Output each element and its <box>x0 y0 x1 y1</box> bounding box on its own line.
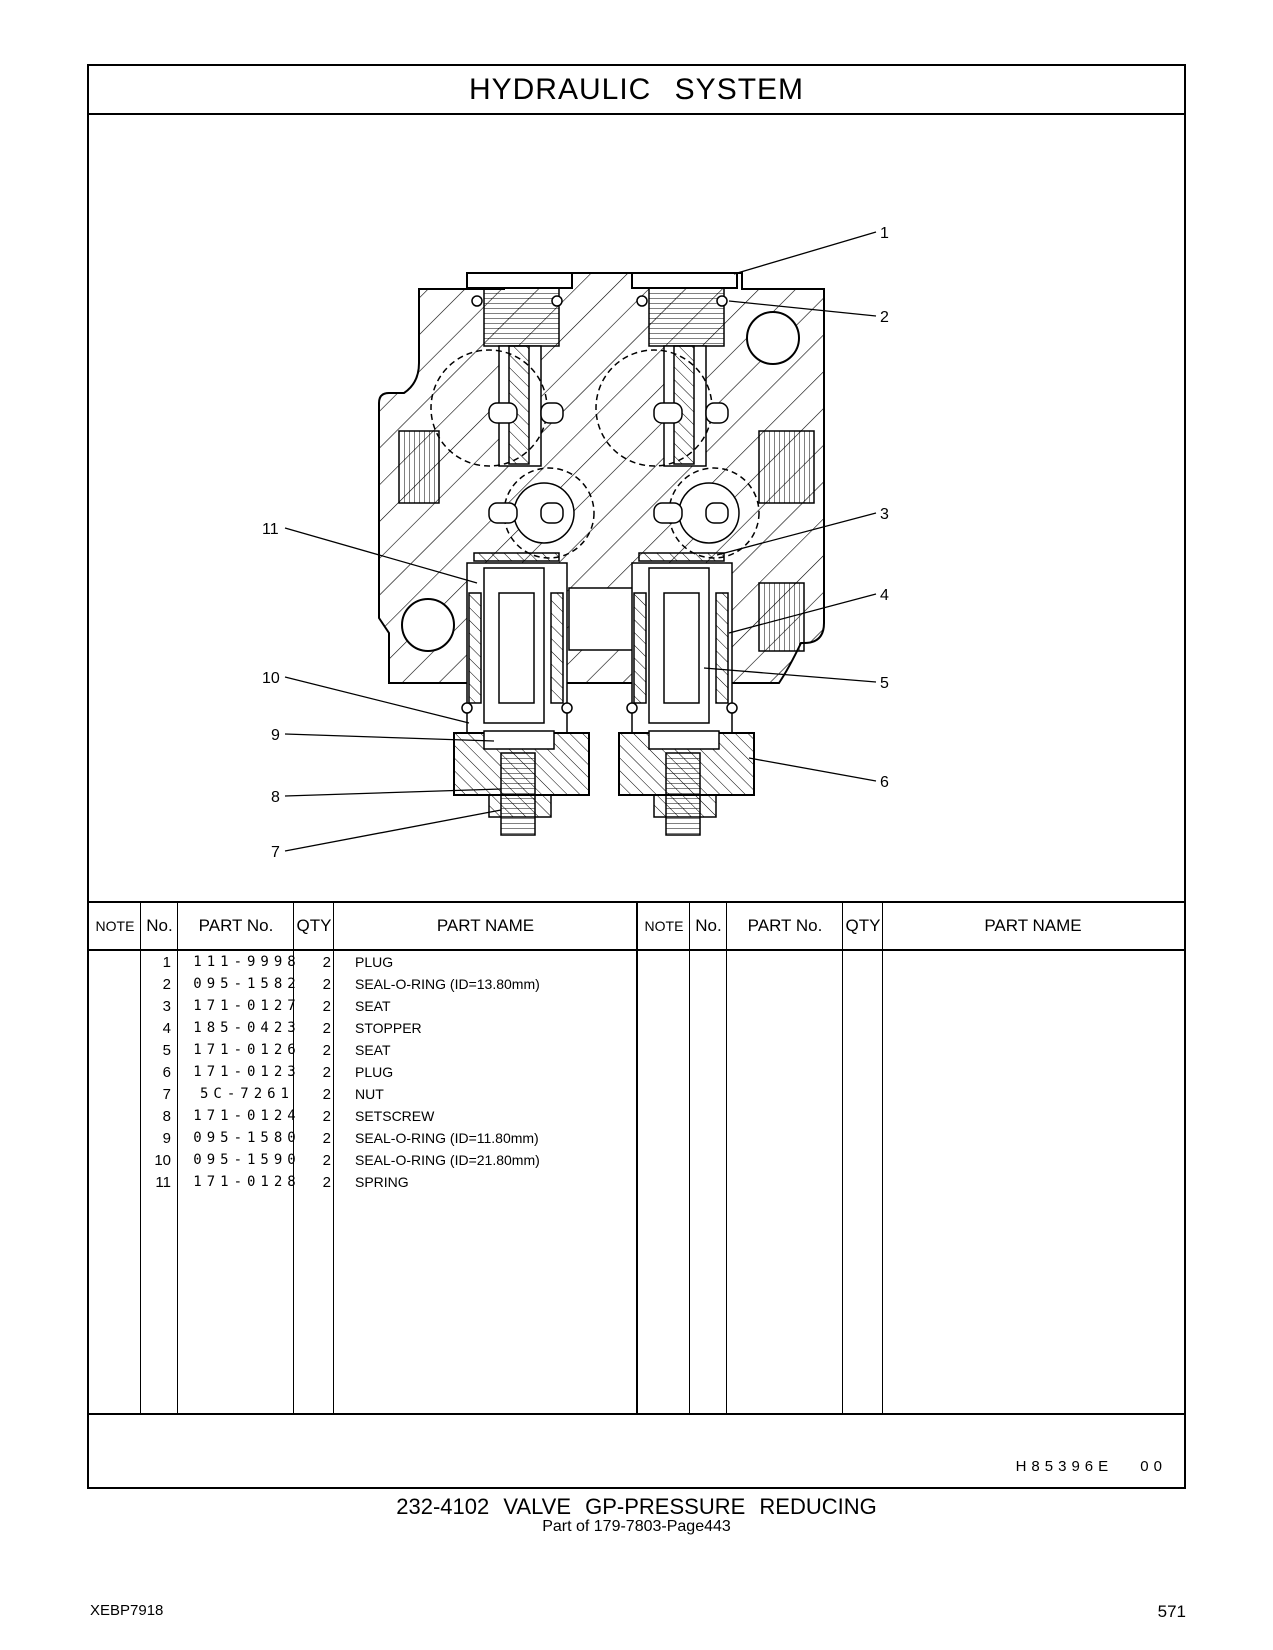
row-no: 10 <box>154 1152 171 1169</box>
callout-5: 5 <box>880 675 889 692</box>
row-part-no: 171-0127 <box>193 998 301 1014</box>
drawing-code: H85396E 00 <box>1015 1458 1167 1475</box>
row-part-name: SEAT <box>355 1042 391 1058</box>
table-header: NOTE No. PART No. QTY PART NAME <box>638 903 1186 951</box>
row-part-no: 095-1590 <box>193 1152 301 1168</box>
callout-labels: 1 2 3 4 5 6 7 8 9 10 11 <box>262 225 889 861</box>
parts-table-right: NOTE No. PART No. QTY PART NAME <box>636 903 1186 1413</box>
row-no: 11 <box>155 1174 171 1191</box>
assembly-reference: Part of 179-7803-Page443 <box>542 1518 731 1535</box>
row-no: 8 <box>162 1108 171 1125</box>
row-part-name: SEAL-O-RING (ID=11.80mm) <box>355 1130 539 1146</box>
header-part-name: PART NAME <box>436 916 535 935</box>
callout-6: 6 <box>880 774 889 791</box>
row-part-name: SEAL-O-RING (ID=21.80mm) <box>355 1152 540 1168</box>
row-qty: 2 <box>322 1042 331 1059</box>
header-note: NOTE <box>644 918 684 934</box>
row-no: 3 <box>162 998 171 1015</box>
callout-2: 2 <box>880 309 889 326</box>
row-no: 9 <box>162 1130 171 1147</box>
page-number: 571 <box>1157 1602 1186 1621</box>
table-row: 6 171-0123 2 PLUG <box>89 1061 637 1084</box>
valve-cross-section-diagram: 1 2 3 4 5 6 7 8 9 10 11 <box>262 225 889 861</box>
page-title: HYDRAULIC SYSTEM <box>89 66 1184 115</box>
callout-3: 3 <box>880 506 889 523</box>
header-qty: QTY <box>296 916 332 935</box>
parts-table: NOTE No. PART No. QTY PART NAME 1 111-99… <box>89 901 1186 1415</box>
header-note: NOTE <box>95 918 135 934</box>
table-row: 8 171-0124 2 SETSCREW <box>89 1105 637 1128</box>
assembly-caption: 232-4102 VALVE GP-PRESSURE REDUCING <box>396 1494 877 1519</box>
row-qty: 2 <box>322 954 331 971</box>
row-part-no: 111-9998 <box>193 954 301 970</box>
row-part-no: 171-0123 <box>193 1064 301 1080</box>
table-row: 10 095-1590 2 SEAL-O-RING (ID=21.80mm) <box>89 1149 637 1172</box>
header-no: No. <box>695 916 722 935</box>
table-header: NOTE No. PART No. QTY PART NAME <box>89 903 637 951</box>
row-part-name: SEAT <box>355 998 391 1014</box>
leader-lines <box>284 231 877 852</box>
row-qty: 2 <box>322 998 331 1015</box>
row-no: 6 <box>162 1064 171 1081</box>
row-qty: 2 <box>322 1130 331 1147</box>
row-qty: 2 <box>322 1086 331 1103</box>
page-frame: HYDRAULIC SYSTEM <box>87 64 1186 1489</box>
row-no: 4 <box>162 1020 171 1037</box>
row-no: 2 <box>162 976 171 993</box>
header-qty: QTY <box>845 916 881 935</box>
row-no: 7 <box>162 1086 171 1103</box>
row-part-no: 171-0128 <box>193 1174 301 1190</box>
row-part-name: STOPPER <box>355 1020 422 1036</box>
row-part-name: PLUG <box>355 1064 394 1080</box>
row-qty: 2 <box>322 1152 331 1169</box>
row-part-no: 5C-7261 <box>199 1086 294 1102</box>
header-part-name: PART NAME <box>984 916 1082 935</box>
row-no: 5 <box>162 1042 171 1059</box>
row-part-no: 185-0423 <box>193 1020 301 1036</box>
callout-1: 1 <box>880 225 889 242</box>
table-row: 11 171-0128 2 SPRING <box>89 1171 637 1194</box>
row-part-name: SPRING <box>355 1174 409 1190</box>
row-qty: 2 <box>322 1064 331 1081</box>
valve-body <box>378 272 825 684</box>
row-qty: 2 <box>322 1108 331 1125</box>
row-part-no: 095-1580 <box>193 1130 301 1146</box>
row-qty: 2 <box>322 1174 331 1191</box>
row-qty: 2 <box>322 976 331 993</box>
right-valve-assembly <box>595 272 760 836</box>
left-valve-assembly <box>430 272 595 836</box>
header-part-no: PART No. <box>747 916 823 935</box>
row-part-name: SEAL-O-RING (ID=13.80mm) <box>355 976 540 992</box>
document-id: XEBP7918 <box>90 1602 164 1619</box>
row-part-name: NUT <box>355 1086 384 1102</box>
callout-7: 7 <box>271 844 280 861</box>
row-part-no: 095-1582 <box>193 976 301 992</box>
header-part-no: PART No. <box>198 916 274 935</box>
header-no: No. <box>146 916 173 935</box>
table-row: 9 095-1580 2 SEAL-O-RING (ID=11.80mm) <box>89 1127 637 1150</box>
table-row: 3 171-0127 2 SEAT <box>89 995 637 1018</box>
row-part-name: SETSCREW <box>355 1108 435 1124</box>
row-part-name: PLUG <box>355 954 394 970</box>
callout-4: 4 <box>880 587 889 604</box>
table-row: 2 095-1582 2 SEAL-O-RING (ID=13.80mm) <box>89 973 637 996</box>
callout-9: 9 <box>271 727 280 744</box>
table-row: 1 111-9998 2 PLUG <box>89 951 637 974</box>
row-part-no: 171-0126 <box>193 1042 301 1058</box>
table-row: 5 171-0126 2 SEAT <box>89 1039 637 1062</box>
callout-10: 10 <box>262 670 280 687</box>
callout-11: 11 <box>262 521 279 538</box>
row-qty: 2 <box>322 1020 331 1037</box>
row-part-no: 171-0124 <box>193 1108 301 1124</box>
callout-8: 8 <box>271 789 280 806</box>
table-row: 7 5C-7261 2 NUT <box>89 1083 637 1106</box>
row-no: 1 <box>162 954 171 971</box>
parts-table-left: NOTE No. PART No. QTY PART NAME 1 111-99… <box>89 903 637 1413</box>
table-row: 4 185-0423 2 STOPPER <box>89 1017 637 1040</box>
